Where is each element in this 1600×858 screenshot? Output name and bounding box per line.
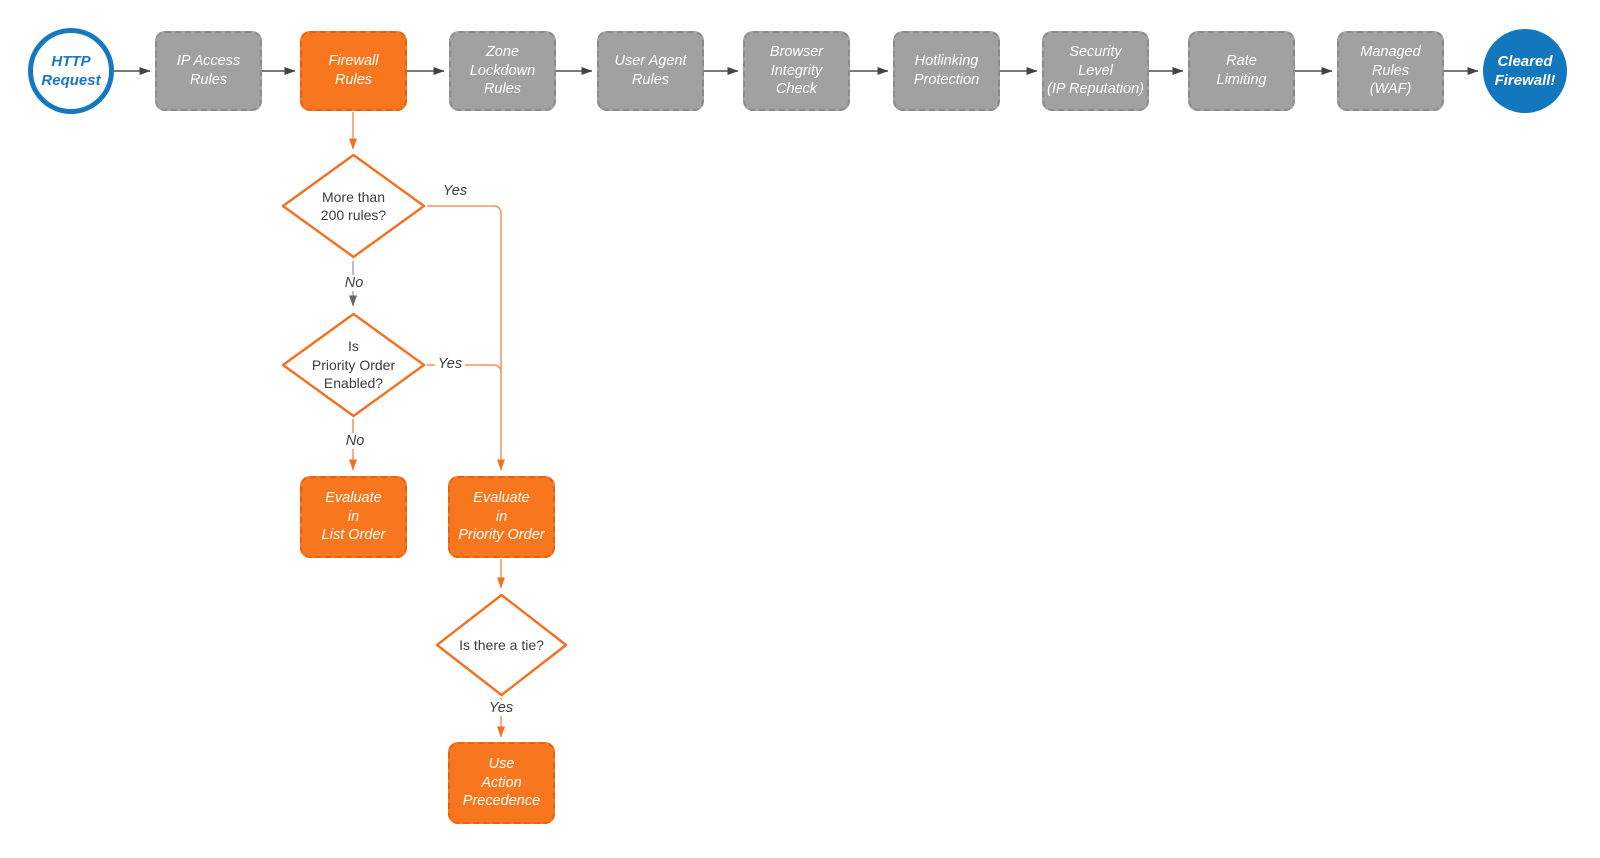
node-hotlinking-protection: Hotlinking Protection: [893, 31, 1000, 111]
node-security-level: Security Level (IP Reputation): [1042, 31, 1149, 111]
diamond-shape: [281, 312, 426, 418]
node-evaluate-in-priority-order: Evaluate in Priority Order: [448, 476, 555, 558]
decision-label: Is Priority Order Enabled?: [311, 338, 396, 392]
node-label: Evaluate in List Order: [321, 489, 386, 544]
node-label: Zone Lockdown Rules: [469, 43, 536, 98]
node-ip-access-rules: IP Access Rules: [155, 31, 262, 111]
decision-label: More than 200 rules?: [320, 188, 387, 223]
edge-label-no-more-than-200: No: [341, 275, 367, 291]
node-managed-rules-waf: Managed Rules (WAF): [1337, 31, 1444, 111]
node-zone-lockdown-rules: Zone Lockdown Rules: [449, 31, 556, 111]
node-label: Rate Limiting: [1216, 53, 1267, 88]
node-label: Use Action Precedence: [462, 755, 541, 810]
decision-is-there-a-tie: Is there a tie?: [435, 593, 568, 697]
node-label: HTTP Request: [41, 52, 101, 90]
arrow-more-than-200-yes: [427, 205, 505, 471]
edge-label-yes-priority-enabled: Yes: [434, 356, 466, 372]
diamond-shape: [281, 153, 426, 259]
node-firewall-rules: Firewall Rules: [300, 31, 407, 111]
node-label: Cleared Firewall!: [1494, 52, 1556, 90]
node-label: Evaluate in Priority Order: [458, 489, 545, 544]
node-label: Hotlinking Protection: [913, 53, 980, 88]
diamond-shape: [435, 593, 568, 697]
arrow-priority-enabled-yes: [427, 364, 502, 374]
node-http-request: HTTP Request: [28, 28, 114, 114]
node-cleared-firewall: Cleared Firewall!: [1483, 29, 1567, 113]
node-label: Firewall Rules: [328, 53, 379, 88]
decision-more-than-200-rules: More than 200 rules?: [281, 153, 426, 259]
edge-label-yes-tie: Yes: [485, 700, 517, 716]
decision-priority-order-enabled: Is Priority Order Enabled?: [281, 312, 426, 418]
edge-label-yes-more-than-200: Yes: [439, 183, 471, 199]
node-rate-limiting: Rate Limiting: [1188, 31, 1295, 111]
node-evaluate-in-list-order: Evaluate in List Order: [300, 476, 407, 558]
node-label: Security Level (IP Reputation): [1047, 43, 1144, 98]
node-browser-integrity-check: Browser Integrity Check: [743, 31, 850, 111]
node-user-agent-rules: User Agent Rules: [597, 31, 704, 111]
edge-label-no-priority-enabled: No: [342, 433, 368, 449]
decision-label: Is there a tie?: [459, 636, 544, 653]
node-label: Managed Rules (WAF): [1360, 43, 1421, 98]
node-label: User Agent Rules: [614, 53, 687, 88]
node-label: Browser Integrity Check: [769, 43, 824, 98]
node-use-action-precedence: Use Action Precedence: [448, 742, 555, 824]
node-label: IP Access Rules: [176, 53, 241, 88]
